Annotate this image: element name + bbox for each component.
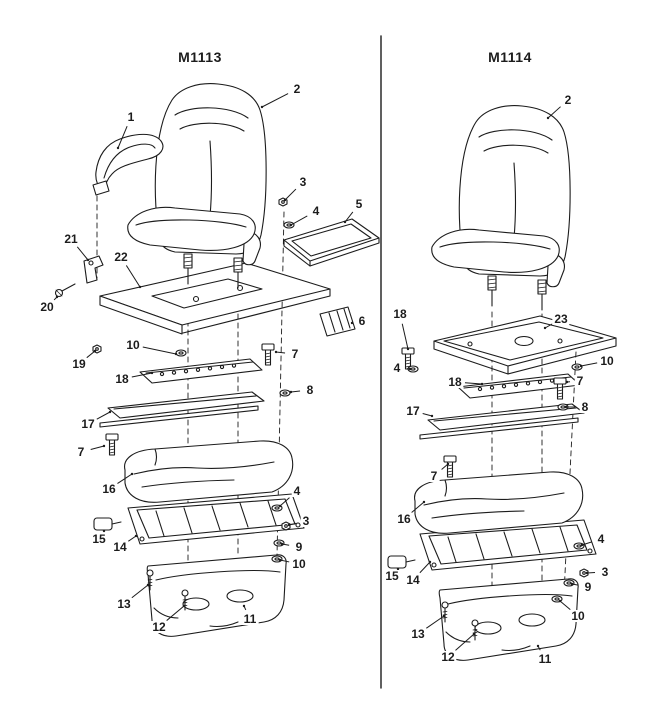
m1113-seat-assembly-2 bbox=[127, 83, 267, 289]
m1114-adjuster-knob bbox=[387, 555, 416, 569]
m1113-bolt-7-lower bbox=[105, 433, 119, 456]
m1114-bolt-7-upper bbox=[553, 377, 567, 400]
alignment-line bbox=[276, 211, 285, 557]
m1113-washer-4-upper bbox=[283, 221, 295, 229]
m1113-bracket-21 bbox=[83, 255, 104, 284]
m1113-panel-drawing bbox=[54, 83, 380, 637]
panel-title-m1114: M1114 bbox=[488, 49, 532, 65]
m1113-washer-8 bbox=[279, 389, 291, 397]
panel-title-m1113: M1113 bbox=[178, 49, 222, 65]
m1113-washer-10 bbox=[175, 349, 187, 357]
m1113-cover-plate-5 bbox=[283, 218, 380, 267]
m1114-seat-base bbox=[438, 578, 579, 661]
m1113-seat-cushion bbox=[124, 440, 294, 503]
m1113-adjuster-knob bbox=[93, 517, 122, 531]
m1113-latch-plate-6 bbox=[319, 306, 356, 337]
m1114-seat-assembly-2 bbox=[431, 105, 571, 311]
m1113-seatbelt-strap-1 bbox=[92, 133, 164, 196]
m1113-bolt-20 bbox=[54, 283, 76, 298]
m1113-seat-base bbox=[146, 554, 287, 637]
m1114-mount-platform-23 bbox=[433, 315, 617, 375]
m1113-rail-bar-17 bbox=[99, 391, 265, 428]
m1113-bolt-7-upper bbox=[261, 343, 275, 366]
m1113-slide-rail-18 bbox=[139, 358, 263, 384]
leader-lines bbox=[53, 93, 598, 651]
m1113-mount-platform-22 bbox=[99, 262, 331, 335]
m1114-panel-drawing bbox=[387, 105, 617, 661]
